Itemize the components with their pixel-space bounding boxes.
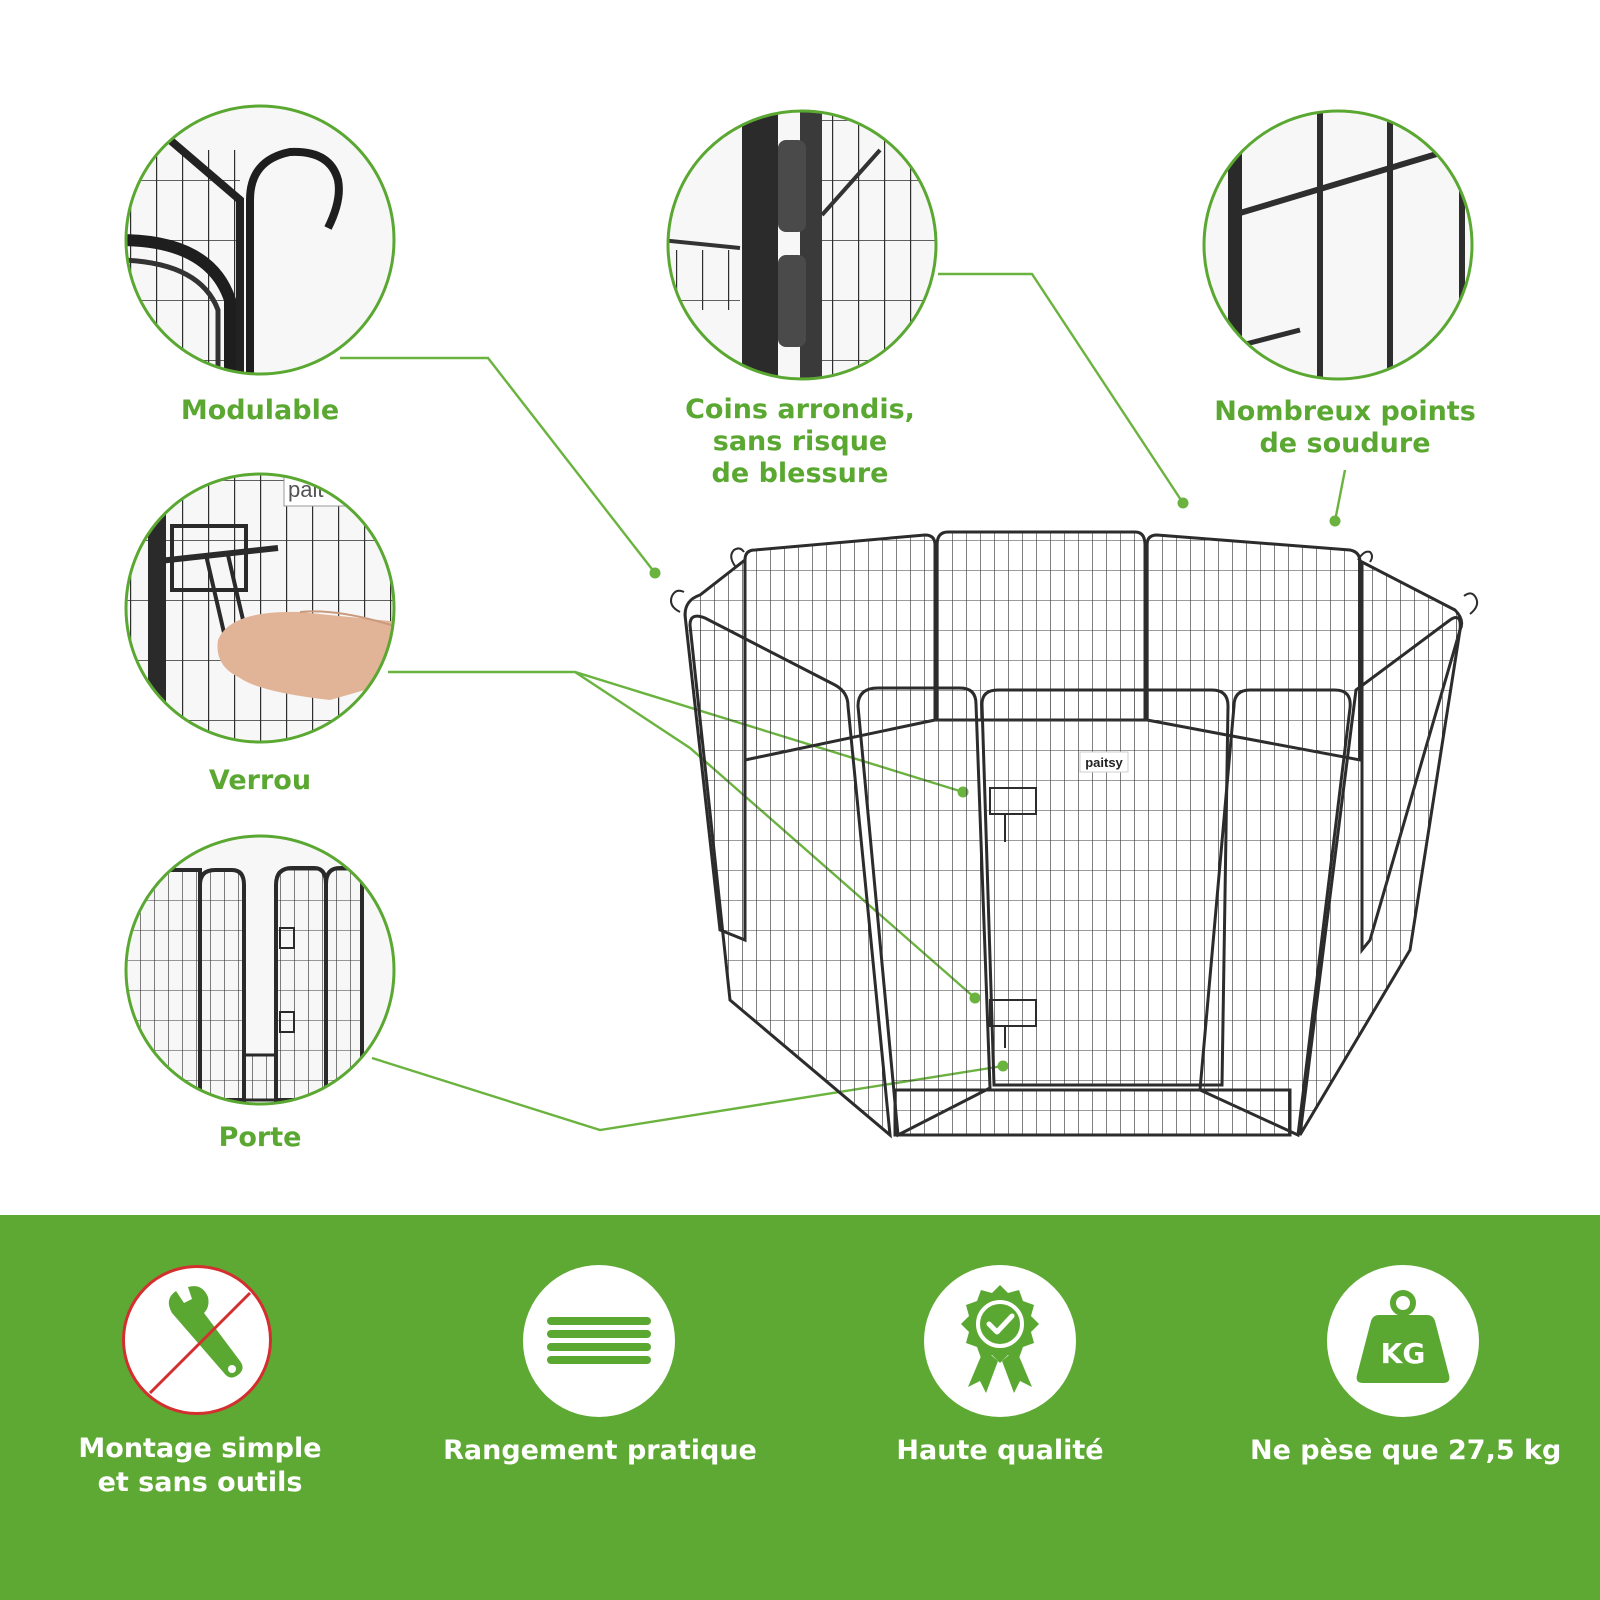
feature-label-weight: Ne pèse que 27,5 kg: [1250, 1434, 1562, 1468]
callout-soudure-line-2: de soudure: [1259, 428, 1431, 459]
zoom-circle-verrou: [124, 472, 396, 744]
callout-verrou: Verrou: [160, 765, 360, 797]
feature-label-no-tools-line-1: Montage simple: [78, 1433, 322, 1464]
callout-porte: Porte: [160, 1122, 360, 1154]
weight-kg-text: KG: [1381, 1337, 1426, 1370]
playpen: [683, 530, 1464, 1139]
callout-soudure: Nombreux points de soudure: [1180, 396, 1510, 460]
zoom-modulable: [126, 106, 394, 374]
pen-hooks: [670, 547, 1479, 615]
features-band: Montage simple et sans outils Rangement …: [0, 1215, 1600, 1600]
zoom-verrou: pait: [126, 474, 394, 742]
callout-coins: Coins arrondis, sans risque de blessure: [650, 394, 950, 490]
zoom-coins: [668, 111, 936, 379]
callout-coins-line-3: de blessure: [711, 458, 889, 489]
no-tools-icon: [148, 1286, 252, 1395]
feature-icon-storage: [523, 1265, 675, 1417]
feature-icon-quality: [924, 1265, 1076, 1417]
pen-panel-back-center: [935, 530, 1147, 722]
zoom-circle-porte: [124, 834, 396, 1106]
callout-modulable-line: Modulable: [180, 395, 340, 426]
weight-kg-icon: KG: [1356, 1290, 1450, 1383]
feature-label-weight-line: Ne pèse que 27,5 kg: [1250, 1435, 1562, 1466]
pen-panel-front-right: [1198, 688, 1352, 1138]
zoom-circle-coins: [666, 109, 938, 381]
feature-label-storage: Rangement pratique: [440, 1434, 760, 1468]
feature-label-quality: Haute qualité: [860, 1434, 1140, 1468]
storage-lines-icon: [547, 1317, 651, 1364]
callout-coins-line-2: sans risque: [712, 426, 888, 457]
feature-label-quality-line: Haute qualité: [896, 1435, 1104, 1466]
feature-label-no-tools: Montage simple et sans outils: [60, 1432, 340, 1500]
feature-icon-weight: KG: [1327, 1265, 1479, 1417]
zoom-circle-soudure: [1202, 109, 1474, 381]
pen-base-front: [893, 1088, 1292, 1137]
brand-plate-text: paitsy: [1085, 755, 1123, 770]
pen-panel-right-near: [1298, 616, 1462, 1136]
callout-modulable: Modulable: [160, 395, 360, 427]
zoom-porte: [126, 836, 394, 1104]
quality-badge-icon: [961, 1285, 1039, 1393]
callout-porte-line: Porte: [218, 1122, 302, 1153]
callout-soudure-line-1: Nombreux points: [1214, 396, 1476, 427]
feature-icon-no-tools: [122, 1265, 272, 1415]
feature-label-storage-line: Rangement pratique: [443, 1435, 757, 1466]
callout-coins-line-1: Coins arrondis,: [685, 394, 915, 425]
callout-verrou-line: Verrou: [208, 765, 312, 796]
pen-panel-front-center: [980, 688, 1230, 1087]
feature-label-no-tools-line-2: et sans outils: [97, 1467, 303, 1498]
brand-plate: [1079, 751, 1129, 773]
zoom-circle-modulable: [124, 104, 396, 376]
pen-latches: [989, 787, 1037, 1048]
pen-panel-front-left: [856, 686, 992, 1138]
pen-panel-left-near: [688, 614, 892, 1139]
zoom-soudure: [1204, 111, 1472, 379]
